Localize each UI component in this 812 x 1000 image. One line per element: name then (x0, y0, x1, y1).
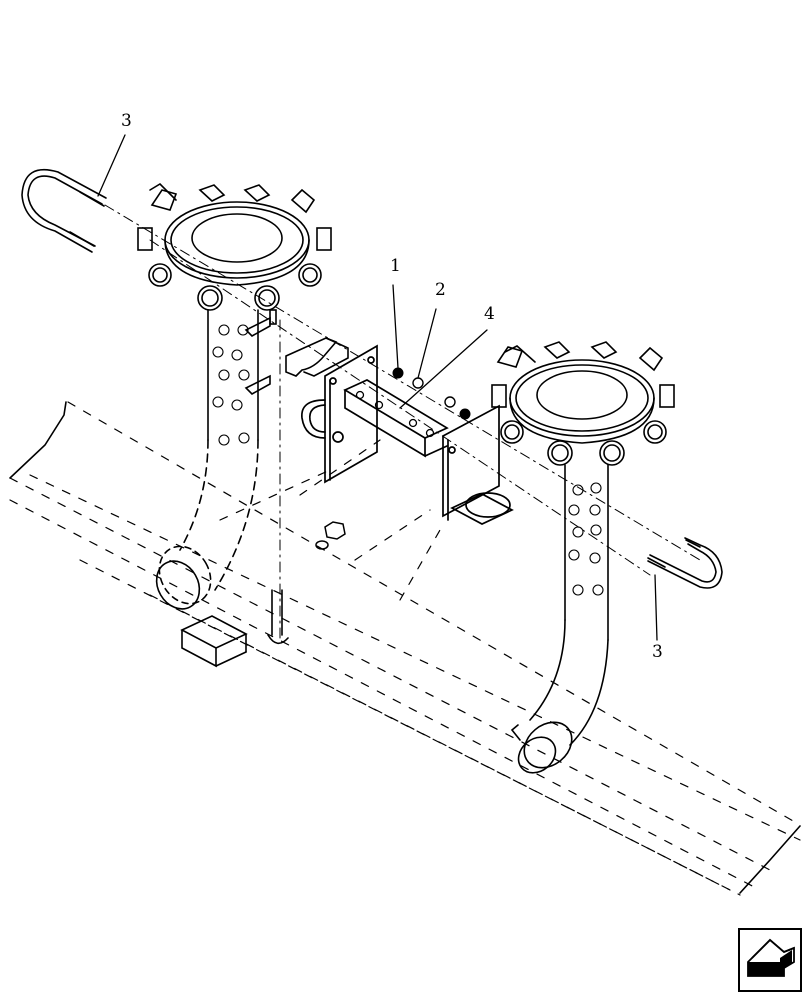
u-bolt-left (21, 168, 107, 253)
callout-2: 2 (435, 280, 446, 300)
hex-nut (412, 377, 456, 408)
perforated-tube-right (510, 464, 609, 774)
callout-4: 4 (484, 304, 495, 324)
callout-3-right: 3 (652, 642, 663, 662)
distribution-head-left (137, 182, 332, 311)
u-bolt-right (647, 537, 723, 589)
mounting-bracket (301, 344, 514, 525)
callout-1: 1 (390, 256, 401, 276)
support-block (180, 589, 289, 668)
callout-3-left: 3 (121, 111, 132, 131)
tube-clamps-left (244, 309, 277, 395)
frame-beam-phantom (9, 401, 801, 896)
previous-page-arrow-icon (747, 938, 795, 977)
previous-page-button[interactable] (738, 928, 802, 992)
distribution-head-right (491, 341, 675, 466)
frame-beam-ends (9, 401, 801, 894)
lock-nut (392, 367, 471, 420)
leader-lines (97, 134, 658, 641)
beam-nut (315, 521, 346, 550)
perforated-tube-left (155, 309, 259, 610)
saddle-clamp (285, 337, 349, 377)
